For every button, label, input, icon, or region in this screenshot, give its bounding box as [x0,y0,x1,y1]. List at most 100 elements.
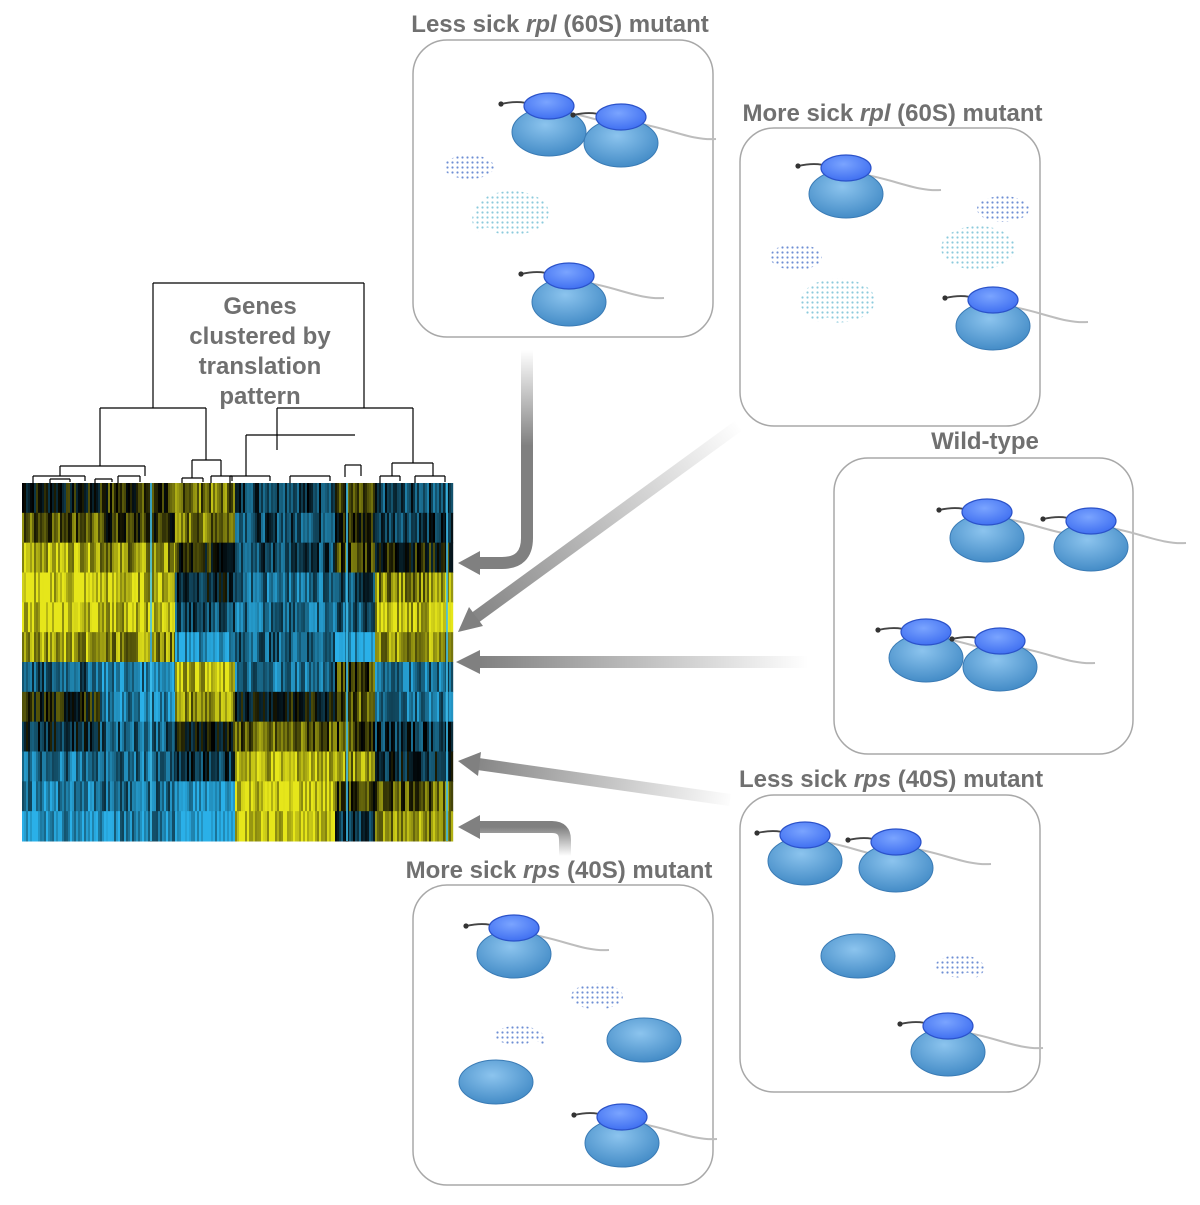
heatmap-cell [433,811,436,842]
heatmap-cell [130,691,133,723]
heatmap-cell [175,602,178,633]
heatmap-cell [132,811,135,842]
heatmap-cell [283,811,286,842]
heatmap-cell [132,483,135,514]
heatmap-cell [287,483,290,514]
heatmap-cell [52,662,55,693]
heatmap-cell [275,542,278,573]
small-subunit [488,914,540,942]
heatmap-cell [331,572,334,603]
heatmap-cell [48,781,51,812]
heatmap-cell [311,751,314,782]
heatmap-cell [395,602,398,633]
heatmap-cell [319,691,322,723]
heatmap-cell [193,662,196,693]
heatmap-cell [205,483,208,514]
heatmap-cell [435,662,438,693]
heatmap-cell [168,572,171,603]
heatmap-cell [353,662,356,693]
heatmap-cell [78,691,81,723]
heatmap-cell [74,751,77,782]
heatmap-cell [389,811,392,842]
heatmap-cell [124,662,127,693]
heatmap-cell [401,751,404,782]
heatmap-cell [255,721,258,752]
heatmap-cell [146,632,149,663]
heatmap-cell [56,781,59,812]
heatmap-cell [74,721,77,752]
heatmap-cell [313,721,316,752]
heatmap-cell [287,781,290,812]
heatmap-cell [397,691,400,723]
heatmap-cell [347,512,350,544]
heatmap-cell [447,691,450,723]
heatmap-cell [421,811,424,842]
heatmap-cell [321,721,324,752]
heatmap-cell [421,781,424,812]
heatmap-cell [124,542,127,573]
heatmap-cell [237,483,240,514]
heatmap-cell [56,572,59,603]
heatmap-cell [307,781,310,812]
heatmap-cell [349,602,352,633]
heatmap-cell [433,602,436,633]
heatmap-cell [229,811,232,842]
heatmap-cell [199,691,202,723]
heatmap-cell [227,691,230,723]
heatmap-cell [305,602,308,633]
heatmap-cell [431,632,434,663]
heatmap-cell [271,811,274,842]
heatmap-cell [439,512,442,544]
heatmap-cell [343,721,346,752]
heatmap-cell [170,751,173,782]
heatmap-cell [407,572,410,603]
heatmap-cell [373,632,376,663]
heatmap-cell [271,662,274,693]
heatmap-cell [427,691,430,723]
heatmap-cell [215,572,218,603]
heatmap-cell [437,691,440,723]
heatmap-cell [42,721,45,752]
peptide-end [936,507,942,513]
heatmap-cell [144,721,147,752]
heatmap-cell [267,602,270,633]
heatmap-cell [193,542,196,573]
heatmap-cell [90,483,93,514]
heatmap-cell [179,512,182,544]
heatmap-cell [189,751,192,782]
heatmap-cell [305,721,308,752]
heatmap-cell [349,483,352,514]
heatmap-cell [339,632,342,663]
heatmap-cell [253,721,256,752]
heatmap-cell [142,483,145,514]
free-large-subunit-dots [472,190,549,235]
heatmap-cell [235,572,238,603]
heatmap-cell [166,512,169,544]
heatmap-cell [209,691,212,723]
heatmap-cell [337,632,340,663]
heatmap-cell [233,721,236,752]
heatmap-cell [437,721,440,752]
title-less-sick-rps-post: (40S) mutant [891,766,1044,793]
heatmap-cell [48,751,51,782]
heatmap-cell [243,811,246,842]
heatmap-cell [297,572,300,603]
heatmap-cell [303,781,306,812]
heatmap-cell [391,781,394,812]
heatmap-cell [58,751,61,782]
heatmap-cell [367,602,370,633]
heatmap-cell [122,542,125,573]
heatmap-cell [122,512,125,544]
heatmap-cell [86,691,89,723]
heatmap-cell [395,572,398,603]
heatmap-cell [64,721,67,752]
heatmap-cell [419,662,422,693]
heatmap-cell [191,781,194,812]
heatmap-cell [98,602,101,633]
heatmap-cell [313,602,316,633]
heatmap-cell [90,691,93,723]
heatmap-cell [82,602,85,633]
heatmap-cell [166,721,169,752]
heatmap-cell [273,781,276,812]
heatmap-cell [377,483,380,514]
